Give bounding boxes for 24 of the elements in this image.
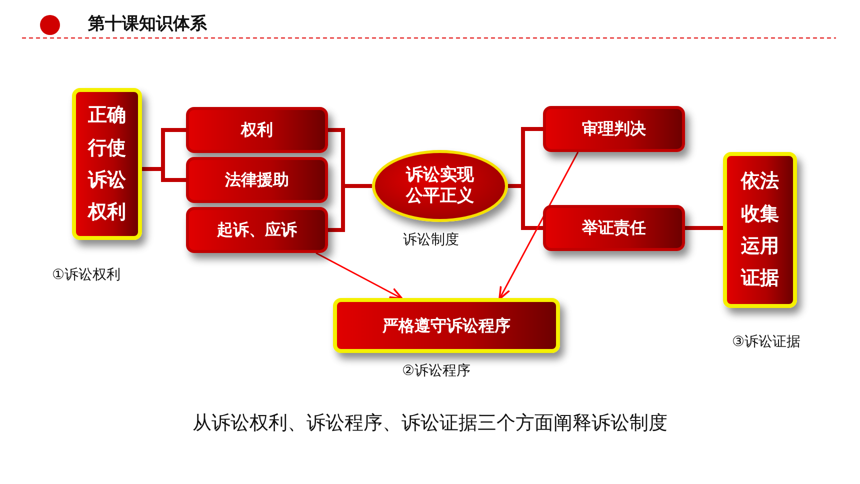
connector-line [328, 184, 372, 232]
process-box [186, 157, 328, 203]
caption: 从诉讼权利、诉讼程序、诉讼证据三个方面阐释诉讼制度 [192, 411, 668, 436]
node-caption: ①诉讼权利 [52, 266, 121, 284]
node-text: 诉讼实现公平正义 [404, 164, 475, 208]
node-text: 审理判决 [582, 119, 646, 139]
process-box [186, 207, 328, 253]
node-text: 举证责任 [582, 218, 646, 238]
node-caption: ②诉讼程序 [402, 362, 471, 380]
node-caption: ③诉讼证据 [732, 333, 801, 351]
node-text: 严格遵守诉讼程序 [382, 316, 510, 336]
arrow [316, 252, 403, 300]
node-text: 依法收集运用证据 [740, 169, 780, 292]
node-text: 权利 [241, 120, 273, 140]
node-text: 正确行使诉讼权利 [87, 103, 127, 226]
node-caption: 诉讼制度 [403, 231, 459, 249]
process-box [543, 205, 685, 251]
process-box [543, 106, 685, 152]
process-box [186, 107, 328, 153]
arrow [498, 152, 579, 300]
connector-line [685, 226, 723, 230]
node-text: 法律援助 [225, 170, 289, 190]
title: 第十课知识体系 [88, 13, 207, 35]
node-text: 起诉、应诉 [217, 220, 297, 240]
